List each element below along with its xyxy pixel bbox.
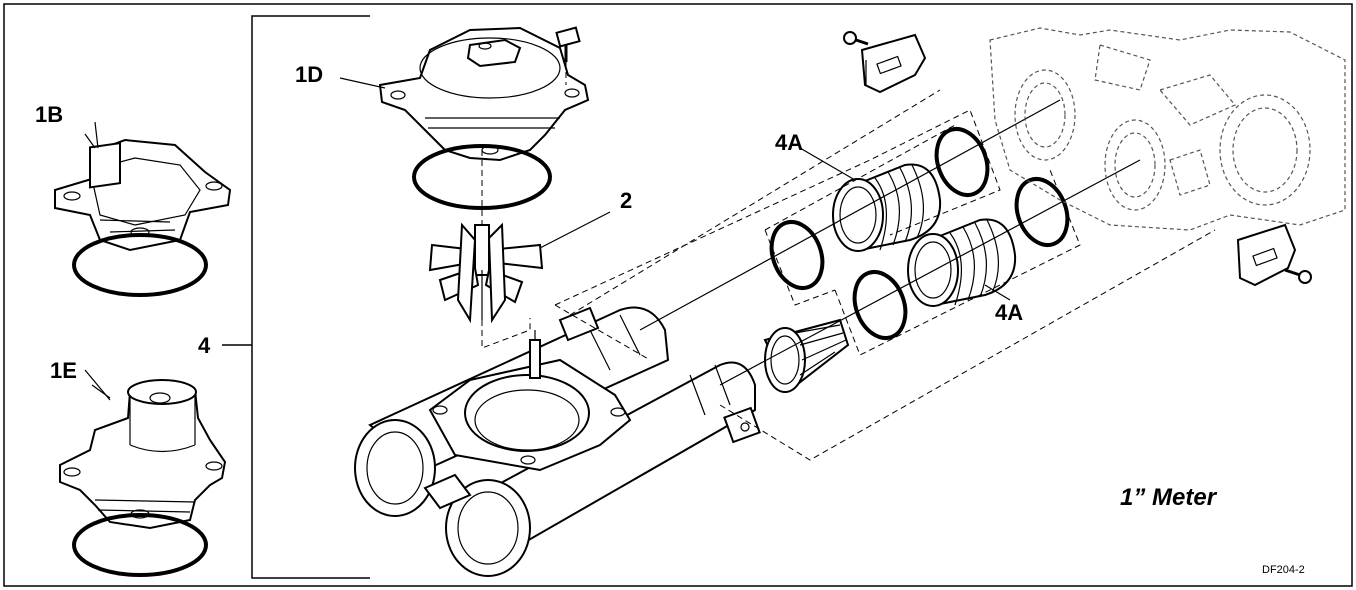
clip-lower xyxy=(1236,223,1297,287)
meter-cover-1b xyxy=(54,133,232,252)
diagram-border xyxy=(3,3,1353,587)
o-ring-lower-front xyxy=(852,270,908,340)
axis-impeller xyxy=(481,318,531,349)
screw-1d xyxy=(555,26,581,85)
o-ring-lower-back xyxy=(1014,177,1070,247)
meter-cover-1d xyxy=(339,26,590,162)
coupling-kit-outline xyxy=(554,89,1216,461)
diagram-title: 1” Meter xyxy=(1120,484,1218,511)
o-ring-1e xyxy=(72,513,208,577)
leader-1b xyxy=(94,121,99,149)
coupling-4a-upper xyxy=(832,163,942,252)
label-4a-top: 4A xyxy=(775,130,803,155)
clip-upper xyxy=(860,33,927,94)
coupling-4a-lower xyxy=(907,218,1017,307)
clip-screw-lower xyxy=(1284,268,1312,284)
label-1e: 1E xyxy=(50,358,77,383)
axis-upper xyxy=(639,99,1061,331)
meter-body xyxy=(354,306,761,577)
leader-4a-top xyxy=(799,147,856,181)
label-2: 2 xyxy=(620,188,632,213)
o-ring-1d xyxy=(412,144,552,210)
label-1b: 1B xyxy=(35,102,63,127)
leader-4a-bottom xyxy=(984,284,1011,301)
figure-code: DF204-2 xyxy=(1262,564,1305,576)
axis-lower xyxy=(719,159,1141,386)
o-ring-upper-front xyxy=(769,220,825,290)
label-4a-bottom: 4A xyxy=(995,300,1023,325)
label-4: 4 xyxy=(198,333,211,358)
impeller-2 xyxy=(428,211,611,324)
o-ring-1b xyxy=(72,233,208,297)
o-ring-upper-back xyxy=(934,127,990,197)
assembly-4-bracket xyxy=(222,15,370,579)
meter-cover-1e xyxy=(59,379,227,530)
valve-body-ghost xyxy=(989,27,1346,231)
leader-1e xyxy=(84,369,111,401)
clip-screw-upper xyxy=(843,31,869,46)
cone-strainer xyxy=(763,318,850,393)
label-1d: 1D xyxy=(295,62,323,87)
